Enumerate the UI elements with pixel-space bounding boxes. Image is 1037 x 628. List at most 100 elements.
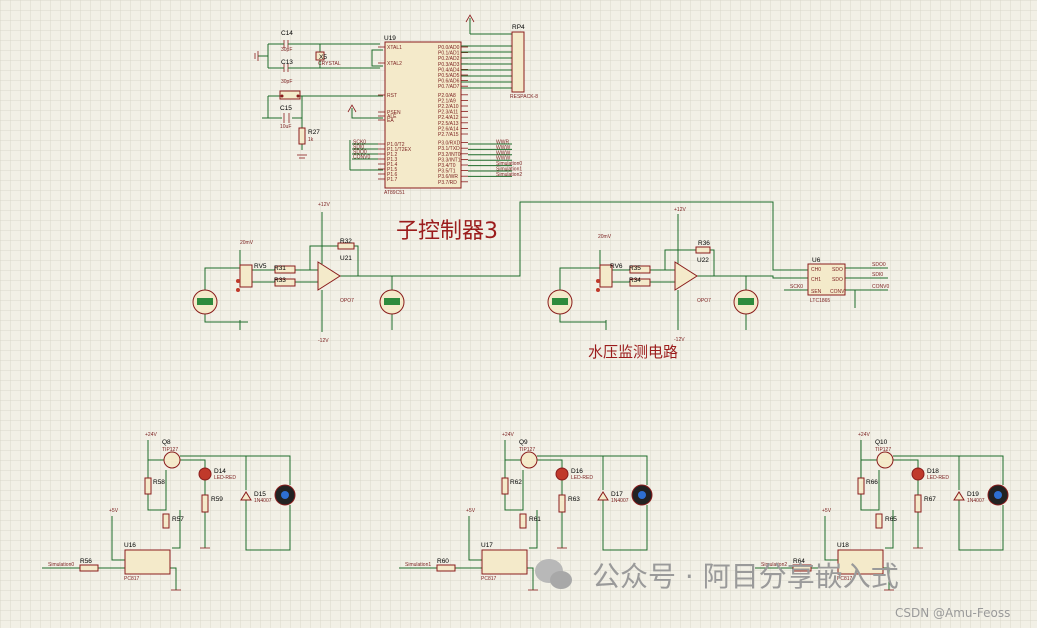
motor-hub bbox=[994, 491, 1002, 499]
driver-label: U16 bbox=[124, 542, 136, 549]
resistor-r32[interactable] bbox=[337, 242, 355, 250]
label-r34: R34 bbox=[629, 277, 641, 284]
potentiometer-rv6[interactable] bbox=[599, 264, 613, 288]
resistor-r34[interactable] bbox=[629, 278, 651, 287]
mcu-pin-label: P3.2/INT0 bbox=[438, 152, 461, 158]
transistor-q8[interactable] bbox=[163, 451, 181, 469]
resistor-r65[interactable] bbox=[875, 513, 883, 529]
driver-label: +5V bbox=[109, 508, 119, 514]
mcu-pin-label: P0.5/AD5 bbox=[438, 73, 460, 79]
resistor-r35[interactable] bbox=[629, 265, 651, 274]
mcu-u19[interactable] bbox=[384, 41, 462, 189]
adc-pin-sen: SEN bbox=[811, 289, 822, 295]
resistor-r61[interactable] bbox=[519, 513, 527, 529]
optocoupler-u17[interactable] bbox=[481, 549, 528, 575]
label-c13: C13 bbox=[281, 59, 293, 66]
resistor-r31[interactable] bbox=[274, 265, 296, 274]
resistor-r66[interactable] bbox=[857, 477, 865, 495]
respack-rp4[interactable] bbox=[511, 31, 525, 93]
label-c14-value: 30pF bbox=[281, 47, 292, 53]
resistor-r64[interactable] bbox=[792, 564, 812, 572]
mcu-pin-label: P2.7/A15 bbox=[438, 132, 459, 138]
resistor-r63[interactable] bbox=[558, 494, 566, 513]
vminus-b: -12V bbox=[674, 337, 685, 343]
driver-label: D15 bbox=[254, 491, 266, 498]
p1-net-label: SCK0 bbox=[353, 140, 366, 146]
driver-label: R64 bbox=[793, 558, 805, 565]
resistor-r56[interactable] bbox=[79, 564, 99, 572]
opamp-u22[interactable] bbox=[674, 261, 698, 291]
resistor-r67[interactable] bbox=[914, 494, 922, 513]
mcu-pin-label: P2.1/A9 bbox=[438, 98, 456, 104]
label-x5: X5 bbox=[319, 54, 327, 61]
driver-label: R67 bbox=[924, 496, 936, 503]
driver-label: D19 bbox=[967, 491, 979, 498]
crystal-x5[interactable] bbox=[315, 51, 325, 61]
adc-section: U6 LTC1865 CH0 CH1 SEN SDO SDO CONV SDO0… bbox=[784, 257, 889, 308]
led-d14[interactable] bbox=[198, 467, 212, 481]
driver-label: +5V bbox=[466, 508, 476, 514]
motor-hub bbox=[638, 491, 646, 499]
resistor-r58[interactable] bbox=[144, 477, 152, 495]
resistor-r57[interactable] bbox=[162, 513, 170, 529]
wechat-icon bbox=[535, 559, 572, 589]
led-d18[interactable] bbox=[911, 467, 925, 481]
driver-label: D14 bbox=[214, 468, 226, 475]
mcu-pin-label: P0.4/AD4 bbox=[438, 67, 460, 73]
driver-label: LED-RED bbox=[927, 475, 949, 481]
resistor-r60[interactable] bbox=[436, 564, 456, 572]
capacitor-c14[interactable] bbox=[280, 40, 298, 48]
diode-d17[interactable] bbox=[597, 491, 609, 501]
resistor-r27[interactable] bbox=[298, 127, 306, 145]
driver-q8: Q8TIP127D14LED-REDD151N4007R58R57R59R56U… bbox=[42, 432, 296, 591]
driver-label: +24V bbox=[145, 432, 157, 438]
p3-net-label: WWR bbox=[496, 140, 509, 146]
driver-label: U18 bbox=[837, 542, 849, 549]
reset-button[interactable] bbox=[279, 90, 301, 100]
adc-net-sdo0: SDO0 bbox=[872, 262, 886, 268]
driver-label: R63 bbox=[568, 496, 580, 503]
optocoupler-u16[interactable] bbox=[124, 549, 171, 575]
ground-symbol-xtal bbox=[254, 51, 259, 61]
opamp-u21[interactable] bbox=[317, 261, 341, 291]
driver-label: R60 bbox=[437, 558, 449, 565]
adc-pin-ch1: CH1 bbox=[811, 277, 821, 283]
driver-wiring bbox=[399, 440, 648, 590]
driver-label: R61 bbox=[529, 516, 541, 523]
mcu-pin-label: P3.7/RD bbox=[438, 180, 457, 186]
led-d16[interactable] bbox=[555, 467, 569, 481]
capacitor-c15[interactable] bbox=[283, 113, 290, 123]
mcu-pin-label: P3.0/RXD bbox=[438, 141, 461, 147]
resistor-r59[interactable] bbox=[201, 494, 209, 513]
driver-label: D16 bbox=[571, 468, 583, 475]
transistor-q9[interactable] bbox=[520, 451, 538, 469]
mcu-section: C14 C13 X5 CRYSTAL 30pF 30pF C15 10uF R2… bbox=[254, 14, 538, 196]
mcu-pin-label: P2.0/A8 bbox=[438, 93, 456, 99]
mcu-left-pins: XTAL1XTAL2RSTPSENALEEAP1.0/T2P1.1/T2EXP1… bbox=[378, 45, 412, 183]
mcu-pin-label: P0.2/AD2 bbox=[438, 56, 460, 62]
label-r35: R35 bbox=[629, 265, 641, 272]
diode-d15[interactable] bbox=[240, 491, 252, 501]
mcu-pin-label: P0.7/AD7 bbox=[438, 84, 460, 90]
resistor-r33[interactable] bbox=[274, 278, 296, 287]
opamp-stage-a: RV5 R31 R33 R32 U21 OPO7 +12V -12V 20mV bbox=[192, 201, 808, 344]
driver-label: U17 bbox=[481, 542, 493, 549]
resistor-r36[interactable] bbox=[695, 246, 711, 254]
mcu-pin-label: P3.6/WR bbox=[438, 174, 458, 180]
driver-label: R62 bbox=[510, 479, 522, 486]
transistor-q10[interactable] bbox=[876, 451, 894, 469]
potentiometer-rv5[interactable] bbox=[239, 264, 253, 288]
mcu-pin-label: P1.5 bbox=[387, 167, 398, 173]
driver-label: Q10 bbox=[875, 439, 888, 446]
mcu-ref: U19 bbox=[384, 35, 396, 42]
resistor-r62[interactable] bbox=[501, 477, 509, 495]
diode-d19[interactable] bbox=[953, 491, 965, 501]
capacitor-c13[interactable] bbox=[280, 64, 298, 72]
driver-label: Q9 bbox=[519, 439, 528, 446]
adc-u6[interactable] bbox=[807, 263, 846, 296]
driver-wiring bbox=[755, 440, 1004, 590]
mcu-pin-label: P1.1/T2EX bbox=[387, 147, 412, 153]
label-c13-value: 30pF bbox=[281, 79, 292, 85]
optocoupler-u18[interactable] bbox=[837, 549, 884, 575]
